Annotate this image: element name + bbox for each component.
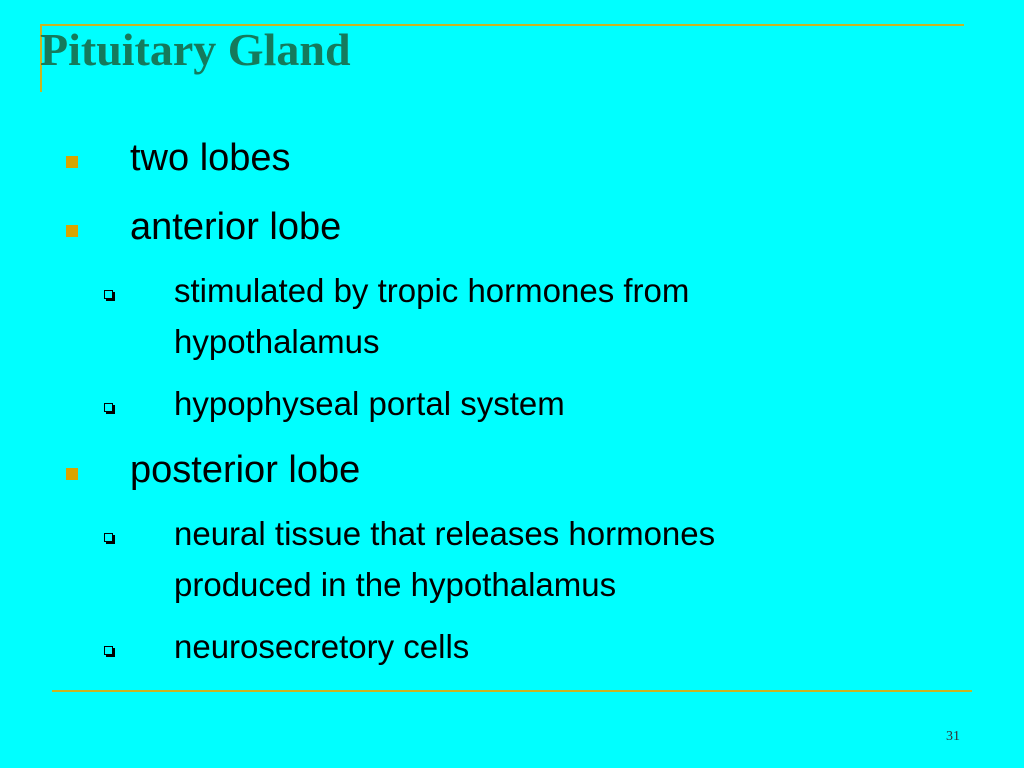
page-number: 31 (946, 729, 960, 744)
sub-bullet-tropic-line2: hypothalamus (174, 323, 380, 360)
box-bullet-icon (104, 403, 113, 412)
sub-bullet-neurosecretory: neurosecretory cells (174, 628, 470, 665)
title-frame-top-rule (40, 24, 964, 26)
bullet-two-lobes: two lobes (130, 137, 291, 179)
sub-bullet-tropic-line1: stimulated by tropic hormones from (174, 272, 690, 309)
footer-rule (52, 690, 972, 692)
bullet-anterior-lobe: anterior lobe (130, 206, 342, 248)
sub-bullet-neural-line2: produced in the hypothalamus (174, 566, 617, 603)
box-bullet-icon (104, 290, 113, 299)
square-bullet-icon (66, 225, 78, 237)
sub-bullet-portal-system: hypophyseal portal system (174, 385, 565, 422)
title-frame-left-rule (40, 24, 42, 92)
box-bullet-icon (104, 646, 113, 655)
slide-title: Pituitary Gland (40, 24, 351, 75)
square-bullet-icon (66, 156, 78, 168)
box-bullet-icon (104, 533, 113, 542)
bullet-posterior-lobe: posterior lobe (130, 449, 361, 491)
square-bullet-icon (66, 468, 78, 480)
sub-bullet-neural-line1: neural tissue that releases hormones (174, 515, 716, 552)
